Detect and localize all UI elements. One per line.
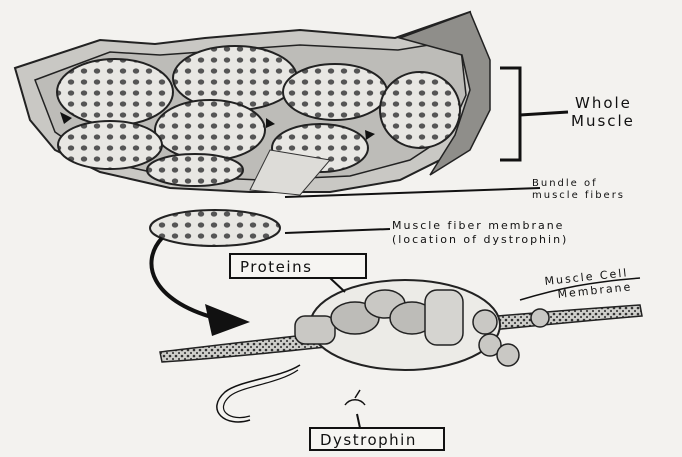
zoom-arrow [151,238,250,336]
proteins-label: Proteins [240,258,312,276]
bundle-label-line2: muscle fibers [532,190,625,201]
whole-muscle-bracket [500,68,568,160]
whole-muscle-section [15,12,490,195]
membrane-leader-line [285,229,390,233]
whole-muscle-label-line2: Muscle [571,112,635,130]
bundle-label-line1: Bundle of [532,178,598,189]
dystrophin-label: Dystrophin [320,431,417,449]
dystrophin-pointer [357,414,360,428]
proteins-pointer [330,278,345,292]
dystrophin-strand [217,365,365,422]
whole-muscle-label-line1: Whole [575,94,632,112]
membrane-label-line2: (location of dystrophin) [392,233,568,246]
muscle-fiber [150,210,280,246]
membrane-label-line1: Muscle fiber membrane [392,219,564,232]
